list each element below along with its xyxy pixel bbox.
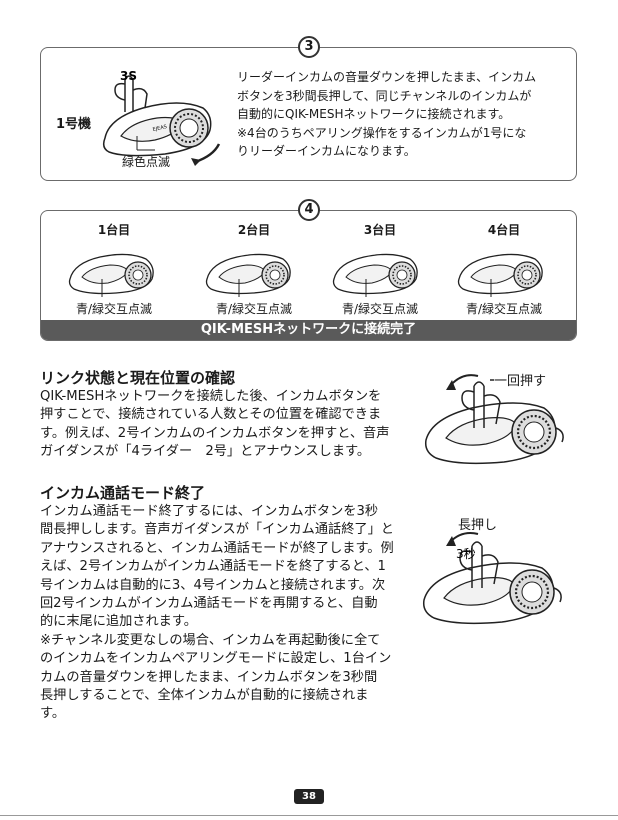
unit-title: 3台目 <box>363 223 397 237</box>
unit-2-device-illustration <box>205 253 291 297</box>
end-section-line: ※チャンネル変更なしの場合、インカムを再起動後に全て <box>40 632 381 648</box>
unit-title: 2台目 <box>237 223 271 237</box>
page-number: 38 <box>294 789 324 804</box>
end-section-title: インカム通話モード終了 <box>40 484 206 502</box>
unit-4-device-illustration <box>457 253 543 297</box>
unit-1-device-illustration <box>68 253 154 297</box>
end-section-line: 長押しすることで、全体インカムが自動的に接続されま <box>40 688 369 704</box>
step-3-line: ボタンを3秒間長押して、同じチャンネルのインカムが <box>237 88 532 103</box>
end-section-line: す。 <box>40 706 66 722</box>
end-section-line: えば、2号インカムがインカム通話モードを終了すると、1 <box>40 559 386 575</box>
long-press-seconds-label: 3秒 <box>456 547 476 561</box>
device-brand-logo: EJEAS <box>152 124 167 133</box>
end-section-line: のインカムをインカムペアリングモードに設定し、1台イン <box>40 651 392 667</box>
end-section-line: 的に末尾に追加されます。 <box>40 614 197 630</box>
link-section-line: ガイダンスが「4ライダー 2号」とアナウンスします。 <box>40 444 371 460</box>
link-section-line: 押すことで、接続されている人数とその位置を確認できま <box>40 407 382 423</box>
step-3-line: りリーダーインカムになります。 <box>237 144 416 158</box>
step-3-led-label: 緑色点滅 <box>122 155 171 169</box>
step-4-number: 4 <box>298 199 320 221</box>
step-3-description: リーダーインカムの音量ダウンを押したまま、インカム ボタンを3秒間長押して、同じ… <box>237 68 557 161</box>
long-press-label: 長押し <box>458 518 498 533</box>
step-3-line: リーダーインカムの音量ダウンを押したまま、インカム <box>237 70 537 84</box>
bottom-rule <box>0 815 618 816</box>
unit-status: 青/緑交互点滅 <box>75 302 153 316</box>
connection-complete-banner: QIK-MESHネットワークに接続完了 <box>41 320 576 340</box>
end-section-line: インカム通話モード終了するには、インカムボタンを3秒 <box>40 504 379 519</box>
unit-3-device-illustration <box>332 253 418 297</box>
end-section-body: インカム通話モード終了するには、インカムボタンを3秒 間長押しします。音声ガイダ… <box>40 503 394 724</box>
end-section-line: 回2号インカムがインカム通話モードを再開すると、自動 <box>40 596 378 612</box>
unit-status: 青/緑交互点滅 <box>215 302 293 316</box>
single-press-label: 一回押す <box>494 374 547 389</box>
step-3-device-illustration: 3S EJEAS <box>102 69 221 166</box>
step-3-number: 3 <box>298 36 320 58</box>
end-section-line: 号インカムは自動的に3、4号インカムと接続されます。次 <box>40 577 386 593</box>
unit-status: 青/緑交互点滅 <box>465 302 543 316</box>
end-section-line: カムの音量ダウンを押したまま、インカムボタンを3秒間 <box>40 669 378 685</box>
intercom-device <box>102 75 221 166</box>
link-section-body: QIK-MESHネットワークを接続した後、インカムボタンを 押すことで、接続され… <box>40 388 389 462</box>
unit-title: 4台目 <box>487 223 521 237</box>
step-3-line: 自動的にQIK-MESHネットワークに接続されます。 <box>237 107 511 121</box>
end-section-line: 間長押しします。音声ガイダンスが「インカム通話終了」と <box>40 522 394 538</box>
step-3-line: ※4台のうちペアリング操作をするインカムが1号にな <box>237 125 527 140</box>
link-section-line: QIK-MESHネットワークを接続した後、インカムボタンを <box>40 389 382 404</box>
step-3-press-label: 3S <box>120 69 137 83</box>
link-section-line: す。例えば、2号インカムのインカムボタンを押すと、音声 <box>40 425 390 441</box>
single-press-device-illustration <box>424 374 564 465</box>
long-press-device-illustration: 3秒 <box>422 532 562 625</box>
step-3-device-label: 1号機 <box>56 117 92 132</box>
unit-title: 1台目 <box>97 223 131 237</box>
end-section-line: アナウンスされると、インカム通話モードが終了します。例 <box>40 540 394 556</box>
unit-status: 青/緑交互点滅 <box>341 302 419 316</box>
link-section-title: リンク状態と現在位置の確認 <box>40 369 236 387</box>
